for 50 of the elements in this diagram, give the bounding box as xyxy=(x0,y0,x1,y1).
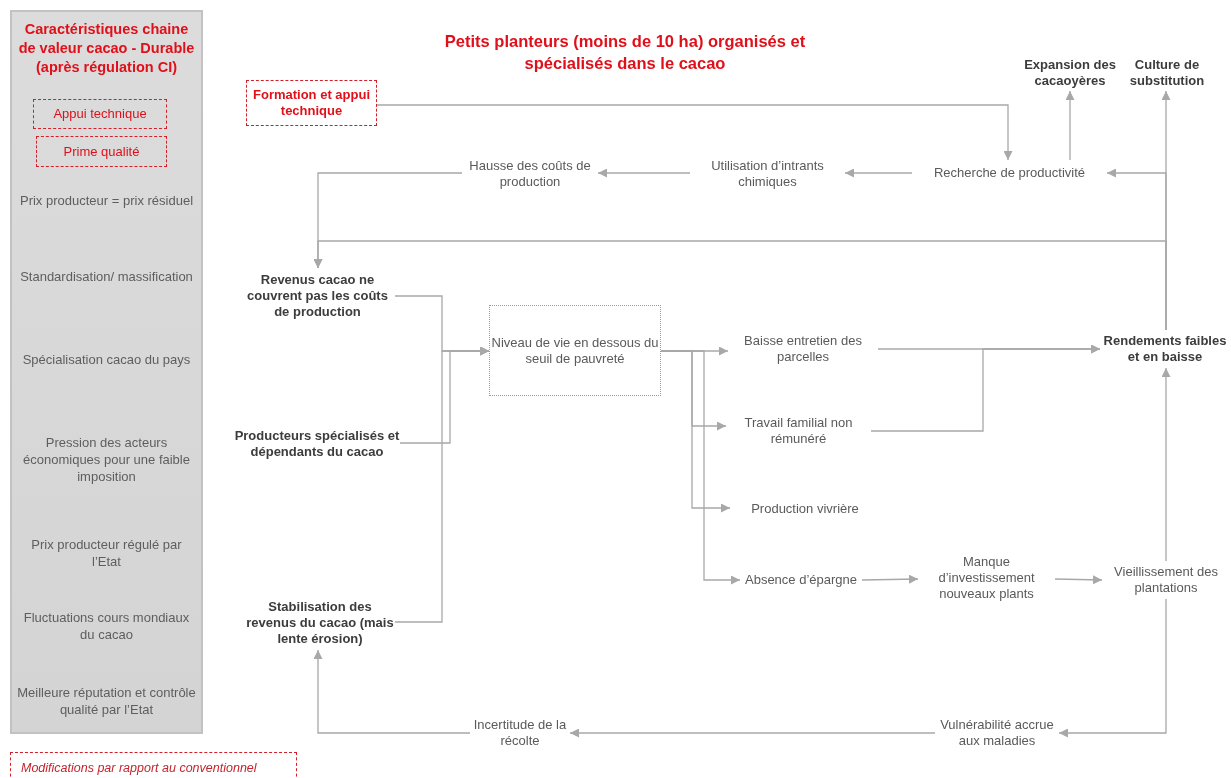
arrow xyxy=(313,240,1167,331)
arrow xyxy=(1058,598,1167,738)
diagram-title: Petits planteurs (moins de 10 ha) organisés et spécialisés dans le cacao xyxy=(443,31,807,74)
dashed-box xyxy=(36,136,167,167)
node-label: Travail familial non rémunéré xyxy=(743,415,854,447)
arrow xyxy=(597,168,691,178)
node-label: Culture de substitution xyxy=(1128,57,1206,89)
node-label: Production vivrière xyxy=(751,501,859,517)
node-label: Recherche de productivité xyxy=(934,165,1085,181)
node-label: Utilisation d’intrants chimiques xyxy=(710,158,825,190)
arrow xyxy=(313,649,471,734)
arrow xyxy=(376,104,1013,161)
node-label: Baisse entretien des parcelles xyxy=(743,333,863,365)
node-label: Revenus cacao ne couvrent pas les coûts de production xyxy=(246,271,389,320)
node-label: Rendements faibles et en baisse xyxy=(1102,333,1228,365)
node-label: Producteurs spécialisés et dépendants du cacao xyxy=(234,428,400,460)
panel-item: Prix producteur = prix résiduel xyxy=(18,192,195,209)
arrow xyxy=(1161,367,1171,562)
dashed-box xyxy=(489,305,661,396)
node-label: Manque d’investissement nouveaux plants xyxy=(937,553,1036,602)
node-label: Hausse des coûts de production xyxy=(468,158,592,190)
panel-item: Fluctuations cours mondiaux du cacao xyxy=(22,609,191,643)
node-label: Stabilisation des revenus du cacao (mais lente érosion) xyxy=(245,598,395,647)
legend-text: Modifications par rapport au conventionnel xyxy=(21,761,257,775)
side-panel xyxy=(10,10,203,734)
panel-item: Pression des acteurs économiques pour une faible imposition xyxy=(22,434,191,485)
arrow xyxy=(394,346,490,623)
node-label: Expansion des cacaoyères xyxy=(1023,57,1117,89)
panel-item: Standardisation/ massification xyxy=(19,268,194,285)
panel-heading: Caractéristiques chaine de valeur cacao - Durable (après régulation CI) xyxy=(17,20,196,77)
arrow xyxy=(844,168,913,178)
panel-item: Meilleure réputation et contrôle qualité par l’Etat xyxy=(16,684,197,718)
arrow xyxy=(870,344,1101,432)
node-label: Formation et appui technique xyxy=(252,87,371,119)
node-label: Prime qualité xyxy=(63,143,140,160)
arrow xyxy=(1054,575,1103,585)
node-label: Incertitude de la récolte xyxy=(472,717,568,749)
node-label: Absence d’épargne xyxy=(745,572,857,588)
dashed-box xyxy=(246,80,377,126)
node-label: Appui technique xyxy=(53,106,147,122)
arrow xyxy=(861,574,919,584)
arrow xyxy=(660,350,741,585)
panel-item: Prix producteur régulé par l’Etat xyxy=(30,536,183,570)
arrow xyxy=(569,728,936,738)
panel-item: Spécialisation cacao du pays xyxy=(21,351,192,368)
node-label: Vieillissement des plantations xyxy=(1113,564,1219,596)
node-label: Vulnérabilité accrue aux maladies xyxy=(939,717,1055,749)
dashed-box xyxy=(33,99,167,129)
arrow xyxy=(1065,90,1075,161)
node-label: Niveau de vie en dessous du seuil de pauvreté xyxy=(490,334,660,367)
